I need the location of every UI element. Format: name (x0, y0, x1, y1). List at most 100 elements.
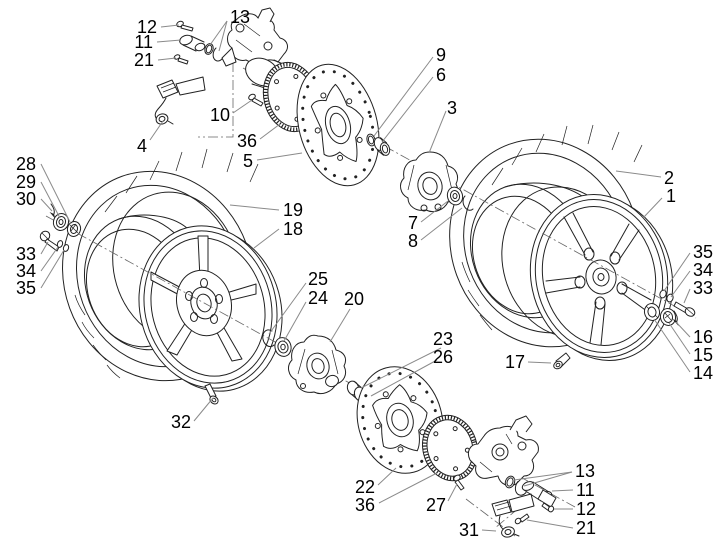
rear-axle-left-parts (39, 203, 82, 252)
leader-line-18 (253, 228, 280, 249)
leader-line-12a (160, 24, 180, 28)
part-label-15: 15 (693, 345, 713, 365)
front-tyre-treads (461, 124, 643, 331)
leader-line-9 (373, 56, 434, 137)
leader-line-21b (526, 519, 574, 529)
leader-line-3 (428, 110, 447, 154)
leader-line-22 (377, 467, 397, 486)
screw-21a (173, 54, 189, 65)
part-label-28: 28 (16, 154, 36, 174)
leader-line-33L (40, 241, 49, 255)
part-label-29: 29 (16, 172, 36, 192)
part-label-10: 10 (210, 105, 230, 125)
leader-line-23 (360, 347, 442, 389)
part-label-22: 22 (355, 477, 375, 497)
leader-line-21a (157, 57, 177, 61)
circlip-8 (462, 195, 474, 211)
leader-line-35L (40, 249, 65, 289)
part-label-3: 3 (447, 98, 457, 118)
leader-line-4 (149, 120, 164, 141)
part-label-16: 16 (693, 327, 713, 347)
leader-line-24 (283, 301, 307, 342)
spacer-bush-6 (373, 137, 391, 156)
part-label-13b: 13 (575, 461, 595, 481)
part-label-2: 2 (664, 168, 674, 188)
part-label-30: 30 (16, 189, 36, 209)
leader-line-16 (675, 321, 691, 338)
leader-line-13b (513, 471, 573, 481)
part-label-25: 25 (308, 269, 328, 289)
rear-caliper-bracket (467, 415, 539, 487)
front-hub-group (366, 133, 474, 213)
front-hub-cap (574, 247, 628, 310)
leader-line-32 (193, 397, 214, 422)
part-label-21b: 21 (576, 518, 596, 538)
hub-cap-28 (66, 221, 82, 237)
leader-line-26 (370, 359, 438, 397)
sensor-bush-11a (179, 34, 206, 52)
bolt-33-right (673, 301, 696, 317)
front-brake-disc (296, 63, 380, 187)
front-rim-spokes (545, 212, 652, 346)
part-label-14: 14 (693, 363, 713, 383)
rear-valve-32 (204, 383, 219, 405)
part-label-32: 32 (171, 412, 191, 432)
leader-line-10 (232, 99, 253, 114)
part-label-20: 20 (344, 289, 364, 309)
screw-12a (176, 20, 194, 32)
part-label-33R: 33 (693, 278, 713, 298)
rear-hub-20 (288, 334, 347, 395)
leader-line-36a (259, 123, 281, 140)
leader-line-13b (523, 471, 573, 487)
part-label-24: 24 (308, 288, 328, 308)
leader-line-20 (329, 308, 351, 343)
leader-line-28 (40, 163, 72, 225)
leader-line-36b (378, 472, 438, 504)
leader-line-2 (615, 170, 662, 178)
part-label-9: 9 (436, 45, 446, 65)
part-label-7: 7 (408, 213, 418, 233)
part-label-23: 23 (433, 329, 453, 349)
screw-27 (453, 474, 465, 491)
leader-line-1 (642, 197, 663, 219)
ring-9 (366, 133, 376, 147)
part-label-19: 19 (283, 200, 303, 220)
screw-12b (541, 502, 555, 513)
leader-line-14 (653, 318, 691, 373)
leader-line-19 (229, 204, 280, 211)
leader-line-13a (218, 20, 228, 52)
leader-line-8 (420, 207, 463, 241)
leader-line-27 (447, 483, 458, 502)
part-label-36a: 36 (237, 131, 257, 151)
hub-cap-15 (659, 308, 677, 326)
rear-hub-group (262, 329, 375, 405)
rear-tyre-treads (74, 148, 259, 379)
leader-line-6 (381, 76, 434, 143)
circlip-13a (212, 47, 223, 62)
part-label-12a: 12 (137, 17, 157, 37)
part-label-34L: 34 (16, 261, 36, 281)
leader-layer (40, 20, 691, 532)
part-label-8: 8 (408, 231, 418, 251)
grease-arrow-icon (49, 203, 56, 219)
leader-line-11a (156, 39, 182, 43)
rear-bearing-24 (274, 337, 292, 357)
part-label-36b: 36 (355, 495, 375, 515)
part-label-13a: 13 (230, 7, 250, 27)
leader-line-29 (40, 181, 61, 219)
leader-line-7 (420, 200, 449, 223)
part-label-17: 17 (505, 352, 525, 372)
front-speed-sensor (154, 76, 206, 125)
leader-line-35R (663, 252, 691, 292)
front-sensor-fasteners (173, 20, 264, 107)
leader-line-33R (683, 288, 691, 304)
grease-arrow-16-icon (672, 310, 679, 326)
leader-line-5 (256, 152, 303, 161)
part-label-12b: 12 (576, 499, 596, 519)
rear-speed-sensor (491, 493, 535, 538)
circlip-25 (262, 329, 275, 348)
front-bearing-7 (446, 186, 464, 206)
part-label-18: 18 (283, 219, 303, 239)
